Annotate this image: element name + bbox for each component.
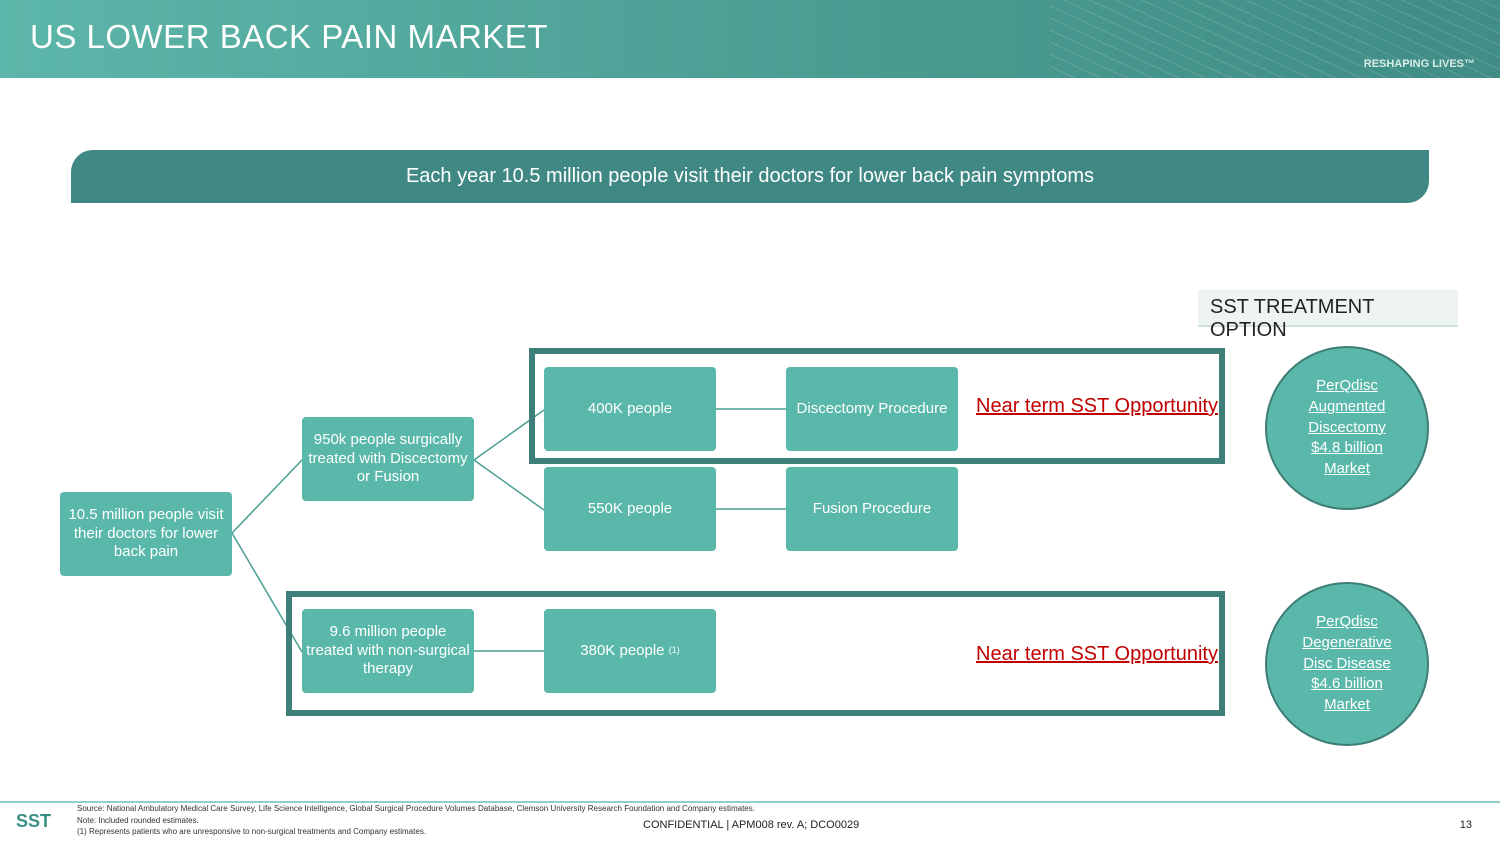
page-number: 13 [1459,819,1472,831]
tagline: RESHAPING LIVES™ [1363,58,1475,70]
root-box: 10.5 million people visit their doctors … [60,492,232,576]
circle-line: Market [1324,460,1370,478]
header: US LOWER BACK PAIN MARKET RESHAPING LIVE… [0,0,1500,78]
footer-divider [0,801,1500,803]
opportunity-link-1[interactable]: Near term SST Opportunity [976,395,1218,417]
circle-line: $4.6 billion [1311,675,1383,693]
fusion-box: Fusion Procedure [786,467,958,551]
opportunity-frame-discectomy [529,348,1225,464]
confidential-label: CONFIDENTIAL | APM008 rev. A; DCO0029 [643,819,860,831]
opportunity-link-2[interactable]: Near term SST Opportunity [976,643,1218,665]
header-pattern [1050,0,1500,78]
circle-line: Market [1324,696,1370,714]
source-text: Source: National Ambulatory Medical Care… [77,804,755,813]
circle-line: PerQdisc [1316,613,1378,631]
circle-line: PerQdisc [1316,377,1378,395]
opportunity-frame-nonsurgical [286,591,1225,716]
page-title: US LOWER BACK PAIN MARKET [30,18,548,55]
380k-box: 380K people (1) [544,609,716,693]
summary-banner: Each year 10.5 million people visit thei… [71,150,1429,203]
note-text: Note: Included rounded estimates. [77,815,199,825]
surgical-box: 950k people surgically treated with Disc… [302,417,474,501]
footnote-text: (1) Represents patients who are unrespon… [77,827,427,836]
discectomy-box: Discectomy Procedure [786,367,958,451]
400k-box: 400K people [544,367,716,451]
sst-treatment-label: SST TREATMENT OPTION [1198,290,1458,341]
footer-sources: Source: National Ambulatory Medical Care… [77,803,755,838]
circle-line: Degenerative [1302,633,1392,651]
circle-line: Discectomy [1308,418,1386,436]
circle-line: Disc Disease [1303,654,1391,672]
circle-line: $4.8 billion [1311,439,1383,457]
380k-label: 380K people [580,641,665,659]
sst-logo: SST [16,811,52,831]
footnote-ref: (1) [668,645,680,656]
nonsurgical-box: 9.6 million people treated with non-surg… [302,609,474,693]
550k-box: 550K people [544,467,716,551]
circle-line: Augmented [1308,397,1386,415]
